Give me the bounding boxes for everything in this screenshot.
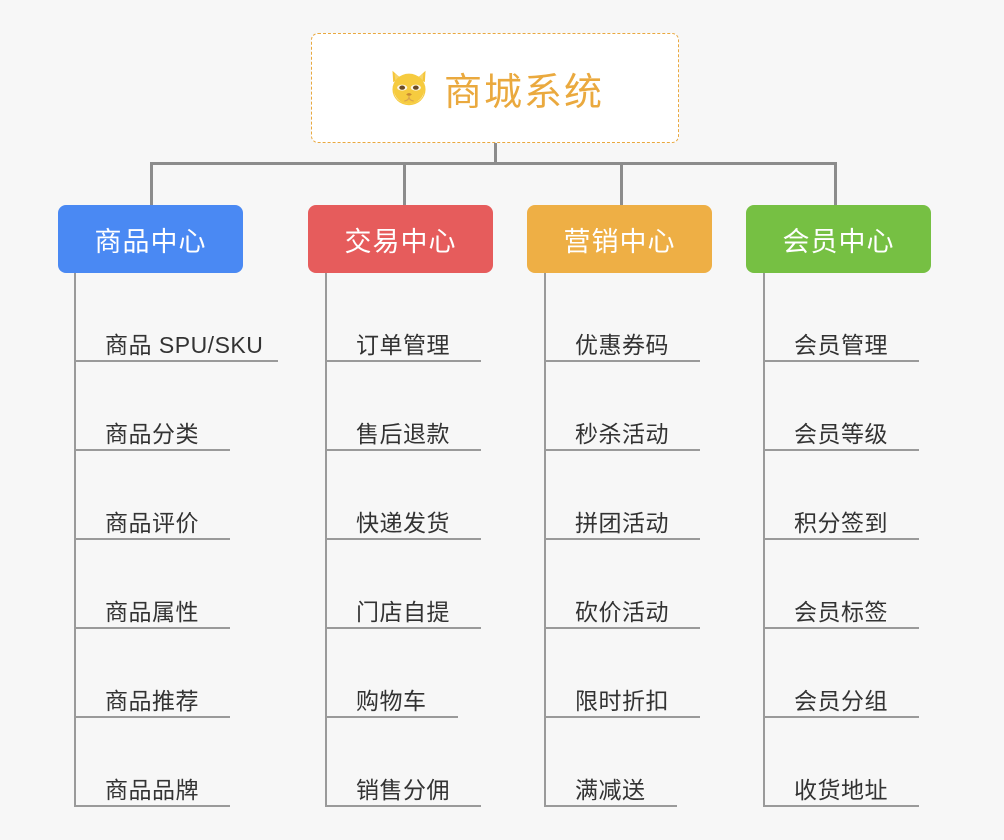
leaf-item[interactable]: 会员标签 xyxy=(763,540,919,629)
leaf-item[interactable]: 商品分类 xyxy=(74,362,230,451)
leaf-item[interactable]: 商品评价 xyxy=(74,451,230,540)
leaf-item-label: 积分签到 xyxy=(794,509,888,536)
leaf-item[interactable]: 优惠券码 xyxy=(544,273,700,362)
leaf-item[interactable]: 砍价活动 xyxy=(544,540,700,629)
leaf-item-label: 商品分类 xyxy=(105,420,199,447)
root-node-label: 商城系统 xyxy=(443,71,604,114)
leaf-item-label: 会员标签 xyxy=(794,598,888,625)
leaf-spine xyxy=(544,273,546,807)
leaf-item[interactable]: 会员管理 xyxy=(763,273,919,362)
leaf-item[interactable]: 商品属性 xyxy=(74,540,230,629)
leaf-item-label: 商品属性 xyxy=(105,598,199,625)
leaf-item-label: 售后退款 xyxy=(356,420,450,447)
leaf-spine xyxy=(325,273,327,807)
branch-node-product-center[interactable]: 商品中心 xyxy=(58,205,243,273)
leaf-item-label: 会员分组 xyxy=(794,687,888,714)
leaf-item[interactable]: 购物车 xyxy=(325,629,458,718)
leaf-item-label: 限时折扣 xyxy=(575,687,669,714)
leaf-item-label: 砍价活动 xyxy=(575,598,669,625)
leaf-spine xyxy=(763,273,765,807)
connector-drop-2 xyxy=(403,162,406,207)
leaf-item-label: 满减送 xyxy=(575,776,646,803)
leaf-item[interactable]: 收货地址 xyxy=(763,718,919,807)
branch-label: 营销中心 xyxy=(563,226,676,257)
branch-label: 会员中心 xyxy=(782,226,895,257)
leaf-item-label: 优惠券码 xyxy=(575,331,669,358)
leaf-item-label: 购物车 xyxy=(356,687,427,714)
branch-node-member-center[interactable]: 会员中心 xyxy=(746,205,931,273)
leaf-item-label: 订单管理 xyxy=(356,331,450,358)
leaf-item-label: 收货地址 xyxy=(794,776,888,803)
leaf-item[interactable]: 售后退款 xyxy=(325,362,481,451)
branch-node-marketing-center[interactable]: 营销中心 xyxy=(527,205,712,273)
leaf-item[interactable]: 限时折扣 xyxy=(544,629,700,718)
branch-label: 交易中心 xyxy=(344,226,457,257)
connector-bus xyxy=(150,162,837,165)
dog-face-icon xyxy=(386,65,432,111)
leaf-item[interactable]: 会员等级 xyxy=(763,362,919,451)
connector-drop-1 xyxy=(150,162,153,207)
connector-drop-4 xyxy=(834,162,837,207)
leaf-spine xyxy=(74,273,76,807)
leaf-item[interactable]: 门店自提 xyxy=(325,540,481,629)
leaf-item[interactable]: 拼团活动 xyxy=(544,451,700,540)
leaf-item[interactable]: 商品品牌 xyxy=(74,718,230,807)
leaf-item-label: 会员等级 xyxy=(794,420,888,447)
leaf-item-label: 商品 SPU/SKU xyxy=(105,331,264,358)
leaf-item[interactable]: 满减送 xyxy=(544,718,677,807)
connector-trunk xyxy=(494,143,497,164)
leaf-item[interactable]: 订单管理 xyxy=(325,273,481,362)
leaf-item[interactable]: 秒杀活动 xyxy=(544,362,700,451)
leaf-item-label: 销售分佣 xyxy=(356,776,450,803)
leaf-item-label: 商品品牌 xyxy=(105,776,199,803)
root-node-mall-system[interactable]: 商城系统 xyxy=(311,33,679,143)
leaf-item-label: 商品推荐 xyxy=(105,687,199,714)
leaf-item-label: 拼团活动 xyxy=(575,509,669,536)
branch-label: 商品中心 xyxy=(94,226,207,257)
leaf-item[interactable]: 积分签到 xyxy=(763,451,919,540)
leaf-item-label: 会员管理 xyxy=(794,331,888,358)
leaf-item[interactable]: 商品 SPU/SKU xyxy=(74,273,278,362)
leaf-item[interactable]: 快递发货 xyxy=(325,451,481,540)
leaf-item[interactable]: 商品推荐 xyxy=(74,629,230,718)
leaf-item[interactable]: 会员分组 xyxy=(763,629,919,718)
leaf-item-label: 快递发货 xyxy=(356,509,450,536)
connector-drop-3 xyxy=(620,162,623,207)
leaf-item-label: 秒杀活动 xyxy=(575,420,669,447)
leaf-item[interactable]: 销售分佣 xyxy=(325,718,481,807)
leaf-item-label: 商品评价 xyxy=(105,509,199,536)
branch-node-trade-center[interactable]: 交易中心 xyxy=(308,205,493,273)
leaf-item-label: 门店自提 xyxy=(356,598,450,625)
